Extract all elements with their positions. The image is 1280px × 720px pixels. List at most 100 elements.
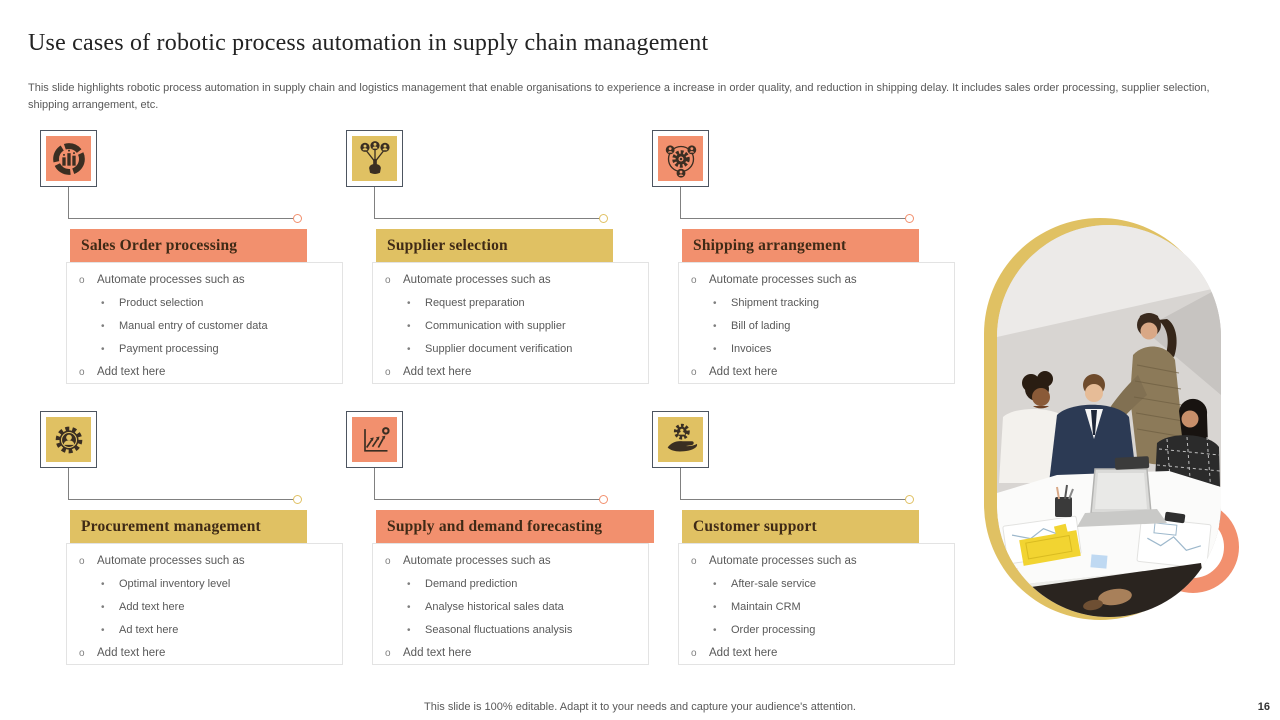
- dot-bullet: •: [407, 579, 411, 590]
- card-title: Shipping arrangement: [693, 236, 847, 254]
- card-title: Supply and demand forecasting: [387, 517, 603, 535]
- connector-vertical-line: [68, 468, 69, 500]
- connector-vertical-line: [680, 468, 681, 500]
- connector-horizontal-line: [680, 499, 906, 500]
- circle-bullet: o: [79, 648, 85, 659]
- connector-dot: [293, 495, 302, 504]
- list-item: •Ad text here: [79, 619, 334, 642]
- list-item: •Payment processing: [79, 338, 334, 361]
- circle-bullet: o: [79, 556, 85, 567]
- dot-bullet: •: [407, 625, 411, 636]
- list-item: •Product selection: [79, 292, 334, 315]
- hand-select-people-icon: [352, 136, 397, 181]
- gear-person-icon: [46, 417, 91, 462]
- list-item: •Supplier document verification: [385, 338, 640, 361]
- connector-horizontal-line: [680, 218, 906, 219]
- icon-box: [346, 411, 403, 468]
- card-header: Supply and demand forecasting: [376, 510, 654, 543]
- circle-bullet: o: [79, 275, 85, 286]
- dot-bullet: •: [713, 602, 717, 613]
- dot-bullet: •: [407, 344, 411, 355]
- circle-bullet: o: [385, 648, 391, 659]
- dot-bullet: •: [101, 579, 105, 590]
- circle-bullet: o: [691, 648, 697, 659]
- list-item: •Shipment tracking: [691, 292, 946, 315]
- circle-bullet: o: [385, 275, 391, 286]
- team-collaboration-photo: [997, 225, 1221, 617]
- connector-dot: [905, 495, 914, 504]
- circle-bullet: o: [691, 275, 697, 286]
- card-header: Sales Order processing: [70, 229, 307, 262]
- list-item: •Order processing: [691, 619, 946, 642]
- page-title: Use cases of robotic process automation …: [28, 30, 709, 56]
- list-item: •Request preparation: [385, 292, 640, 315]
- gear-network-icon: [658, 136, 703, 181]
- dot-bullet: •: [407, 602, 411, 613]
- list-item: •Manual entry of customer data: [79, 315, 334, 338]
- list-item: •Invoices: [691, 338, 946, 361]
- circle-bullet: o: [79, 367, 85, 378]
- circle-bullet: o: [691, 556, 697, 567]
- dot-bullet: •: [713, 579, 717, 590]
- card-header: Shipping arrangement: [682, 229, 919, 262]
- dot-bullet: •: [713, 321, 717, 332]
- dot-bullet: •: [101, 321, 105, 332]
- connector-vertical-line: [680, 187, 681, 219]
- connector-vertical-line: [68, 187, 69, 219]
- list-item: •Maintain CRM: [691, 596, 946, 619]
- card-header: Supplier selection: [376, 229, 613, 262]
- connector-horizontal-line: [374, 218, 600, 219]
- footer-note: This slide is 100% editable. Adapt it to…: [424, 701, 856, 713]
- dot-bullet: •: [101, 625, 105, 636]
- dot-bullet: •: [101, 602, 105, 613]
- icon-box: [652, 411, 709, 468]
- connector-dot: [905, 214, 914, 223]
- card-header: Customer support: [682, 510, 919, 543]
- list-item: •Demand prediction: [385, 573, 640, 596]
- icon-box: [40, 130, 97, 187]
- dot-bullet: •: [101, 298, 105, 309]
- growth-chart-icon: [352, 417, 397, 462]
- icon-box: [652, 130, 709, 187]
- dot-bullet: •: [407, 321, 411, 332]
- card-header: Procurement management: [70, 510, 307, 543]
- dot-bullet: •: [713, 344, 717, 355]
- hand-gear-icon: [658, 417, 703, 462]
- card-title: Procurement management: [81, 517, 261, 535]
- list-item: •Optimal inventory level: [79, 573, 334, 596]
- list-item: •Analyse historical sales data: [385, 596, 640, 619]
- dot-bullet: •: [407, 298, 411, 309]
- connector-dot: [599, 214, 608, 223]
- circular-chart-icon: [46, 136, 91, 181]
- circle-bullet: o: [385, 556, 391, 567]
- page-number: 16: [1257, 701, 1270, 713]
- icon-box: [40, 411, 97, 468]
- card-title: Customer support: [693, 517, 817, 535]
- card-title: Sales Order processing: [81, 236, 238, 254]
- list-item: •Communication with supplier: [385, 315, 640, 338]
- list-item: •Add text here: [79, 596, 334, 619]
- connector-dot: [599, 495, 608, 504]
- icon-box: [346, 130, 403, 187]
